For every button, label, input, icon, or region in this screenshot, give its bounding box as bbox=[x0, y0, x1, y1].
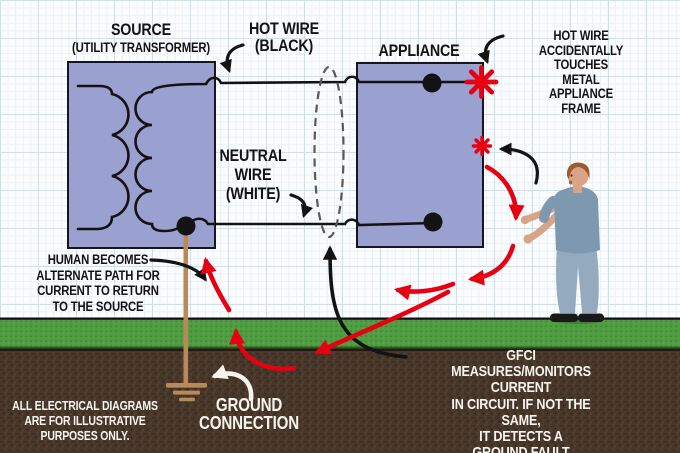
hot-wire-label: HOT WIRE (BLACK) bbox=[248, 19, 320, 55]
terminal-dots bbox=[176, 73, 443, 236]
appliance-hot-terminal bbox=[422, 73, 442, 93]
source-label: SOURCE bbox=[110, 20, 172, 39]
person-shoe bbox=[550, 313, 578, 322]
neutral-wire-label: NEUTRAL WIRE (WHITE) bbox=[219, 146, 287, 203]
fault-current-path-arrows bbox=[200, 164, 525, 372]
person-shoe bbox=[578, 313, 604, 322]
person-pants bbox=[556, 246, 599, 313]
appliance-neutral-terminal bbox=[423, 212, 443, 232]
fault-spark-icon bbox=[464, 65, 499, 99]
neutral-wire bbox=[187, 217, 435, 227]
gfci-pointer-arrow bbox=[322, 245, 408, 359]
touch-spark-icon bbox=[471, 135, 493, 157]
ground-symbol-icon bbox=[166, 383, 207, 402]
ground-rod bbox=[183, 230, 189, 385]
gfci-sensor-ring-icon bbox=[313, 65, 345, 239]
appliance-box bbox=[356, 62, 484, 248]
ground-connection-label: GROUND CONNECTION bbox=[199, 395, 299, 433]
dirt-ground bbox=[0, 348, 680, 453]
human-path-pointer-arrow bbox=[149, 258, 207, 282]
hot-wire bbox=[150, 75, 481, 94]
person-hair bbox=[566, 162, 590, 179]
person-sleeve bbox=[539, 196, 558, 223]
appliance-label: APPLIANCE bbox=[378, 41, 460, 60]
person-head bbox=[567, 165, 589, 187]
fault-note-label: HOT WIRE ACCIDENTALLY TOUCHES METAL APPL… bbox=[538, 28, 624, 116]
ground-connection-pointer-arrow bbox=[211, 364, 254, 402]
disclaimer-label: ALL ELECTRICAL DIAGRAMS ARE FOR ILLUSTRA… bbox=[12, 399, 158, 443]
person-figure bbox=[520, 162, 604, 324]
source-subtitle-label: (UTILITY TRANSFORMER) bbox=[71, 40, 211, 55]
hot-wire-pointer-arrow bbox=[219, 43, 245, 74]
person-shirt bbox=[554, 186, 600, 254]
source-transformer-box bbox=[67, 61, 216, 249]
gfci-note-label: GFCI MEASURES/MONITORS CURRENT IN CIRCUI… bbox=[451, 347, 591, 453]
human-path-note-label: HUMAN BECOMES ALTERNATE PATH FOR CURRENT… bbox=[36, 252, 160, 314]
source-neutral-terminal bbox=[176, 216, 196, 236]
touch-pointer-arrow bbox=[498, 142, 539, 185]
transformer-coil-icon bbox=[76, 84, 182, 233]
annotation-arrows bbox=[149, 34, 539, 359]
fault-pointer-arrow bbox=[477, 34, 505, 65]
neutral-wire-pointer-arrow bbox=[289, 193, 314, 219]
person-neck bbox=[573, 184, 582, 193]
